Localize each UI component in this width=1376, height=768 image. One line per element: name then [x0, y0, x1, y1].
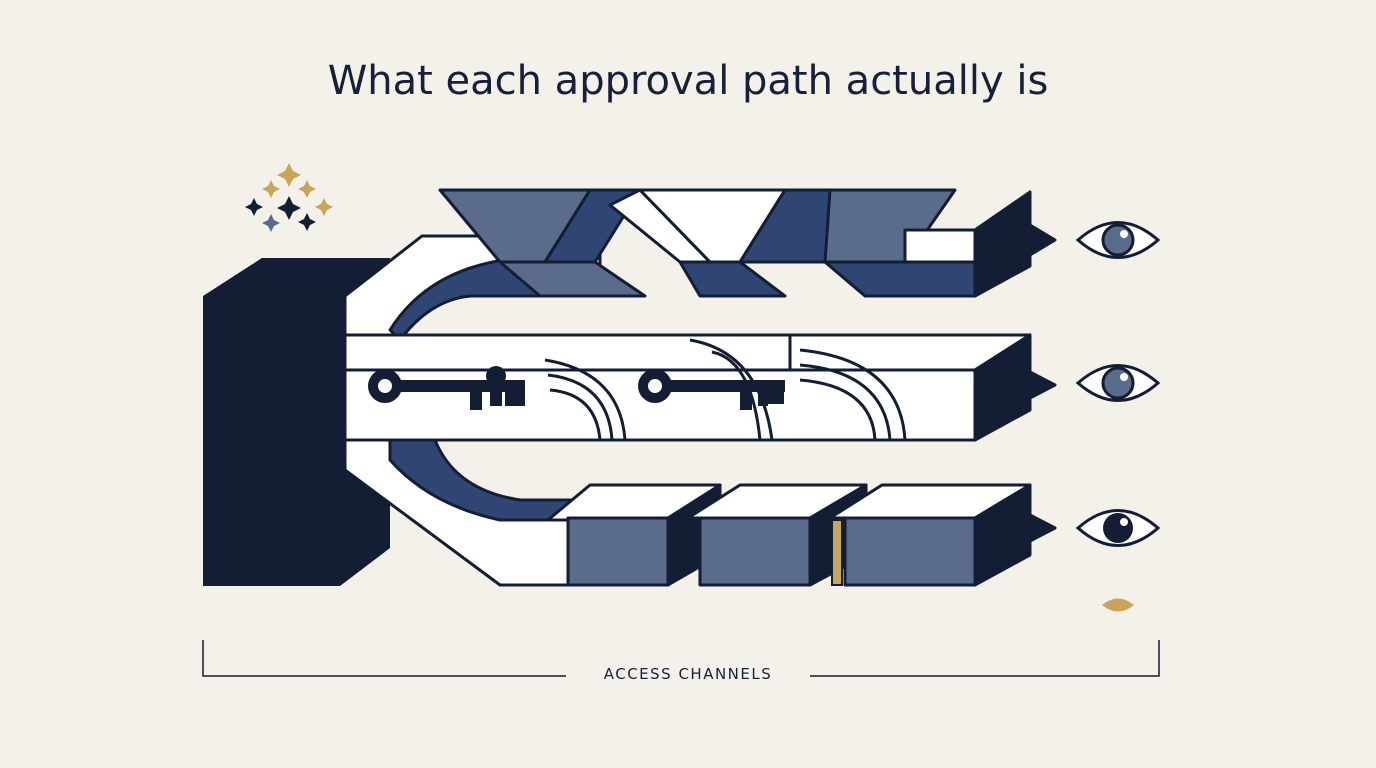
bracket-line — [202, 640, 1160, 677]
key-icon — [368, 366, 525, 410]
eye-icon — [1075, 364, 1161, 402]
eye-icon — [1075, 509, 1161, 547]
bracket-label: ACCESS CHANNELS — [603, 665, 773, 683]
channel-zigzag — [438, 188, 1057, 298]
eye-icon — [1075, 221, 1161, 259]
source-block — [203, 258, 390, 586]
sparkle-cluster-icon — [245, 163, 333, 232]
closed-eye-icon — [1102, 598, 1134, 612]
gold-marker — [831, 519, 843, 586]
key-icon — [638, 369, 785, 410]
page-title: What each approval path actually is — [327, 58, 1049, 104]
channel-blocks — [546, 483, 1057, 587]
